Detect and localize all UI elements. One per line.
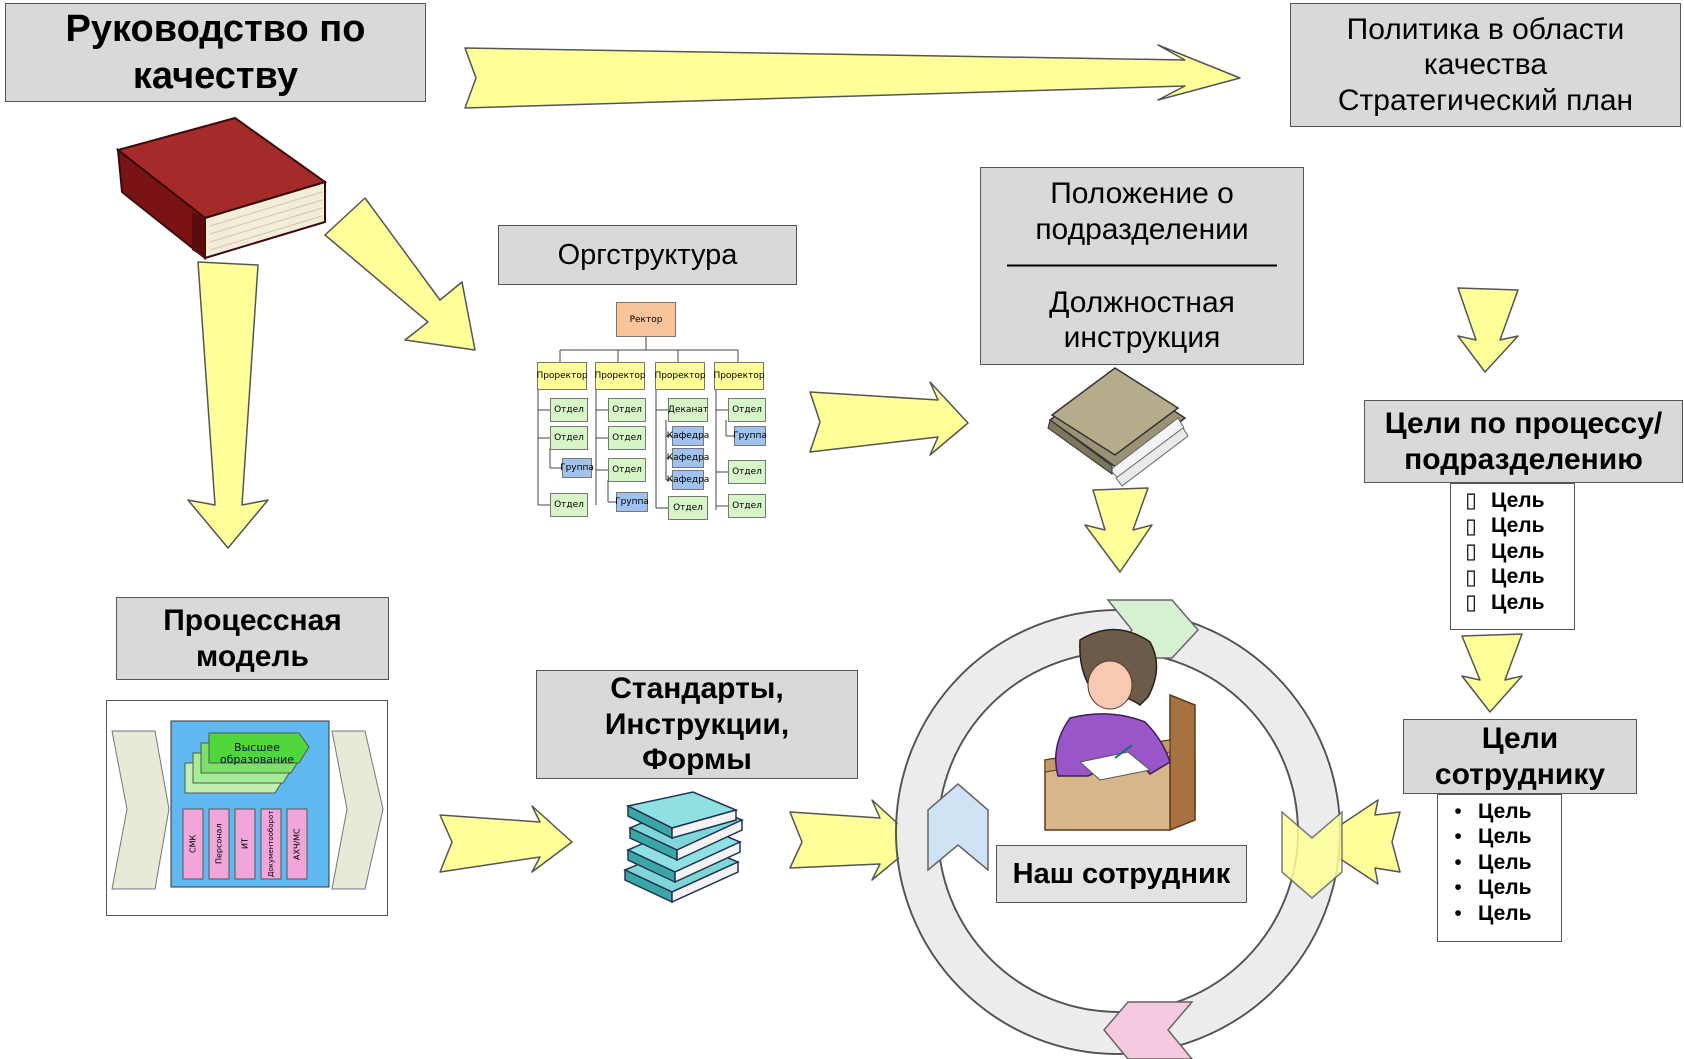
support-process-label: СМК — [188, 834, 198, 854]
process-model-main-label: Высшее образование — [219, 741, 295, 767]
arrow-process-goals-to-employee-goals — [1461, 633, 1523, 713]
employee-goals-box: Цели сотруднику — [1403, 719, 1637, 794]
employee-goals-list: •Цель •Цель •Цель •Цель •Цель — [1437, 794, 1562, 942]
org-group: Кафедра — [667, 426, 709, 446]
unit-regulation-box: Положение о подразделении ————————— Долж… — [980, 167, 1304, 365]
employee-goal-item: •Цель — [1454, 799, 1532, 823]
org-dept: Деканат — [668, 398, 708, 422]
quality-policy-box: Политика в области качества Стратегическ… — [1290, 3, 1681, 127]
arrow-org-to-regulation — [809, 381, 969, 456]
arrow-regulation-to-employee — [1084, 487, 1153, 573]
unit-regulation-title: Положение о подразделении — [1035, 177, 1249, 246]
process-goal-item: ▯Цель — [1465, 565, 1545, 589]
arrow-policy-to-process-goals — [1457, 287, 1519, 373]
our-employee-box: Наш сотрудник — [996, 845, 1247, 903]
support-process-label: Документооборот — [267, 810, 275, 878]
org-group: Группа — [615, 492, 649, 512]
org-head: Проректор — [713, 362, 765, 390]
org-group: Кафедра — [667, 470, 709, 490]
process-model-box: Процессная модель — [116, 597, 389, 680]
org-group: Группа — [560, 458, 594, 478]
process-goals-box: Цели по процессу/ подразделению — [1364, 400, 1683, 483]
org-chart: Ректор Проректор Проректор Проректор Про… — [530, 300, 780, 525]
arrow-manual-to-policy — [464, 44, 1241, 109]
process-goal-item: ▯Цель — [1465, 514, 1545, 538]
process-goal-item: ▯Цель — [1465, 590, 1545, 615]
org-head: Проректор — [536, 362, 588, 390]
standards-box: Стандарты, Инструкции, Формы — [536, 670, 858, 779]
org-dept: Отдел — [608, 426, 646, 450]
process-goals-list: ▯Цель ▯Цель ▯Цель ▯Цель ▯Цель — [1450, 483, 1575, 630]
employee-goal-item: •Цель — [1454, 901, 1532, 925]
job-description-title: Должностная инструкция — [1049, 286, 1235, 355]
employee-goal-item: •Цель — [1454, 850, 1532, 874]
org-head: Проректор — [654, 362, 706, 390]
org-dept: Отдел — [608, 458, 646, 482]
process-goal-item: ▯Цель — [1465, 488, 1545, 513]
org-group: Кафедра — [667, 448, 709, 468]
arrow-standards-to-cycle — [789, 799, 919, 881]
org-dept: Отдел — [668, 496, 708, 520]
arrow-employee-goals-to-cycle — [1314, 799, 1401, 885]
org-root: Ректор — [616, 302, 676, 337]
support-process-label: АХЧ/МС — [292, 828, 302, 860]
org-dept: Отдел — [728, 398, 766, 422]
unit-regulation-divider: ————————— — [1007, 247, 1277, 280]
org-group: Группа — [733, 426, 767, 446]
support-process-label: Персонал — [214, 823, 224, 865]
cycle-chevron-blue — [927, 783, 989, 872]
arrow-manual-to-orgstructure — [324, 197, 476, 351]
org-dept: Отдел — [728, 460, 766, 484]
employee-goal-item: •Цель — [1454, 825, 1532, 849]
org-dept: Отдел — [550, 398, 588, 422]
org-dept: Отдел — [550, 426, 588, 450]
org-dept: Отдел — [608, 398, 646, 422]
cycle-chevron-yellow — [1281, 810, 1343, 899]
org-head: Проректор — [594, 362, 646, 390]
support-process-label: ИТ — [240, 838, 250, 850]
org-dept: Отдел — [550, 493, 588, 517]
org-dept: Отдел — [728, 494, 766, 518]
orgstructure-box: Оргструктура — [498, 225, 797, 285]
arrow-process-model-to-standards — [439, 805, 573, 873]
arrow-manual-to-process-model — [187, 261, 269, 549]
employee-goal-item: •Цель — [1454, 876, 1532, 900]
cycle-chevron-pink — [1103, 1001, 1194, 1059]
process-goal-item: ▯Цель — [1465, 539, 1545, 564]
quality-manual-box: Руководство по качеству — [5, 3, 426, 102]
process-model-diagram: Высшее образование СМК Персонал ИТ Докум… — [106, 700, 388, 916]
